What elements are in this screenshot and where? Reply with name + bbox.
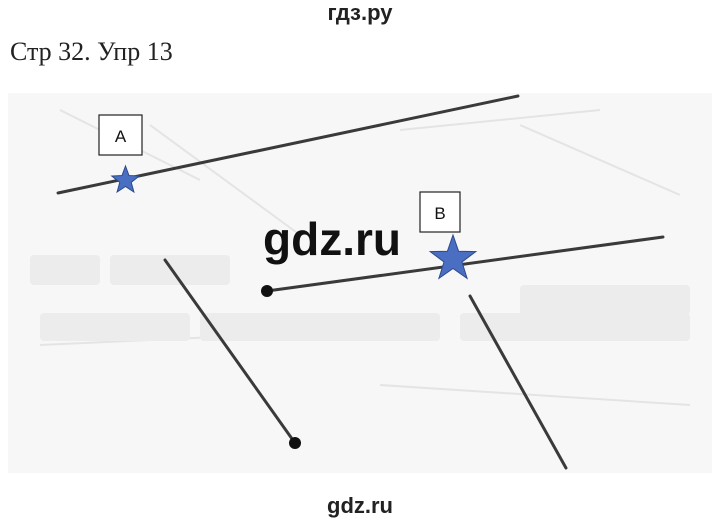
site-footer: gdz.ru <box>327 493 393 518</box>
segment-endpoint-bottom <box>289 437 301 449</box>
label-a: A <box>115 127 127 146</box>
center-watermark: gdz.ru <box>263 213 401 265</box>
label-a-box <box>98 114 143 156</box>
faded-background-strokes <box>39 109 691 406</box>
figure-canvas: gdz.ru A B <box>8 93 712 473</box>
label-b: B <box>434 204 445 223</box>
segment-endpoint-left <box>261 285 273 297</box>
geometry-figure: gdz.ru A B <box>0 85 720 480</box>
exercise-title: Стр 32. Упр 13 <box>10 37 173 66</box>
label-b-box <box>419 191 461 233</box>
line-through-b <box>265 235 665 293</box>
point-b-star-icon <box>428 233 478 280</box>
segment-lower-right <box>468 294 568 470</box>
point-a-star-icon <box>110 164 141 194</box>
site-header: гдз.ру <box>327 0 393 25</box>
segment-lower-left <box>163 258 297 445</box>
faded-background-text <box>30 255 690 341</box>
